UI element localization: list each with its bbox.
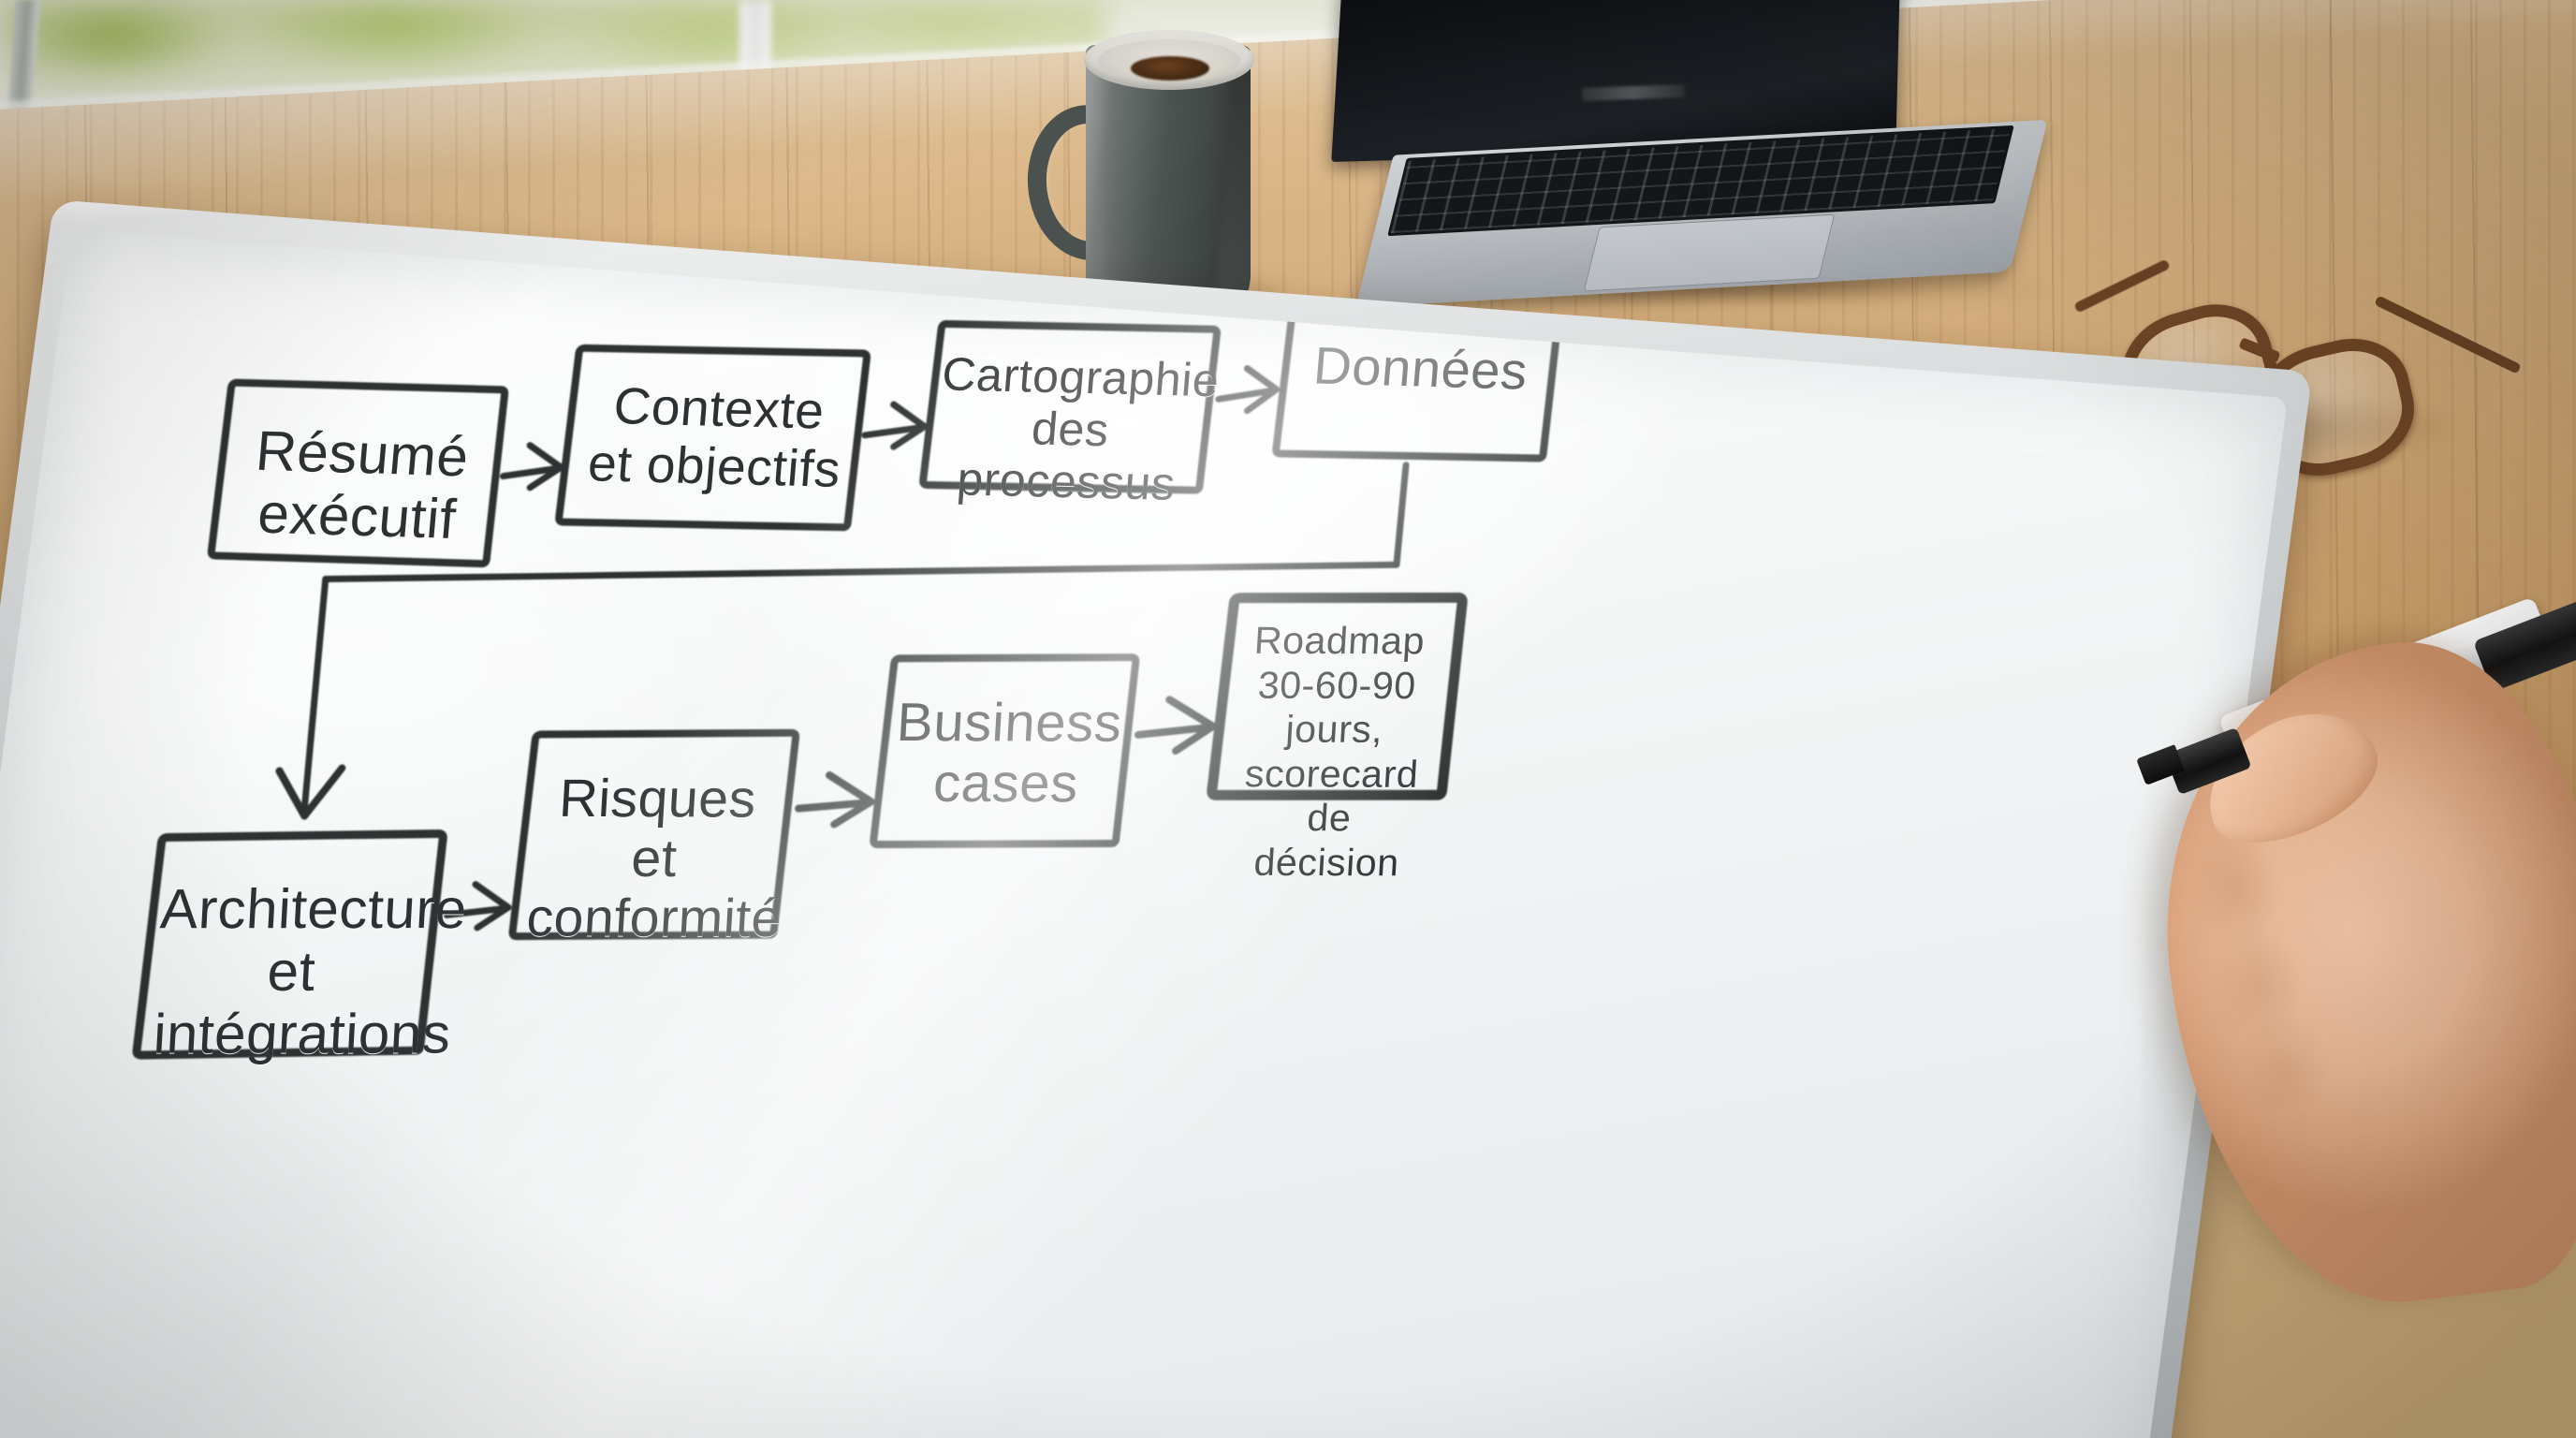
- flowchart-drawing: Résumé exécutif Contexte et objectifs Ca…: [0, 229, 2288, 1438]
- edge-contexte-cartographie: [864, 403, 928, 448]
- edge-architecture-risques: [446, 883, 511, 931]
- node-box-architecture: [133, 813, 447, 1076]
- flowchart-strokes: [0, 229, 2288, 1438]
- node-box-risques: [509, 713, 800, 956]
- edge-risques-business: [797, 773, 874, 827]
- edge-cartographie-donnees: [1218, 367, 1280, 413]
- hand-knuckles: [2186, 810, 2434, 1115]
- node-box-contexte: [557, 332, 871, 544]
- node-box-resume: [209, 369, 508, 576]
- whiteboard-surface: Résumé exécutif Contexte et objectifs Ca…: [0, 229, 2288, 1438]
- edge-resume-contexte: [502, 444, 564, 490]
- node-box-roadmap: [1208, 580, 1468, 812]
- node-box-cartographie: [921, 309, 1221, 506]
- node-box-business: [871, 639, 1140, 862]
- edge-business-roadmap: [1136, 697, 1216, 754]
